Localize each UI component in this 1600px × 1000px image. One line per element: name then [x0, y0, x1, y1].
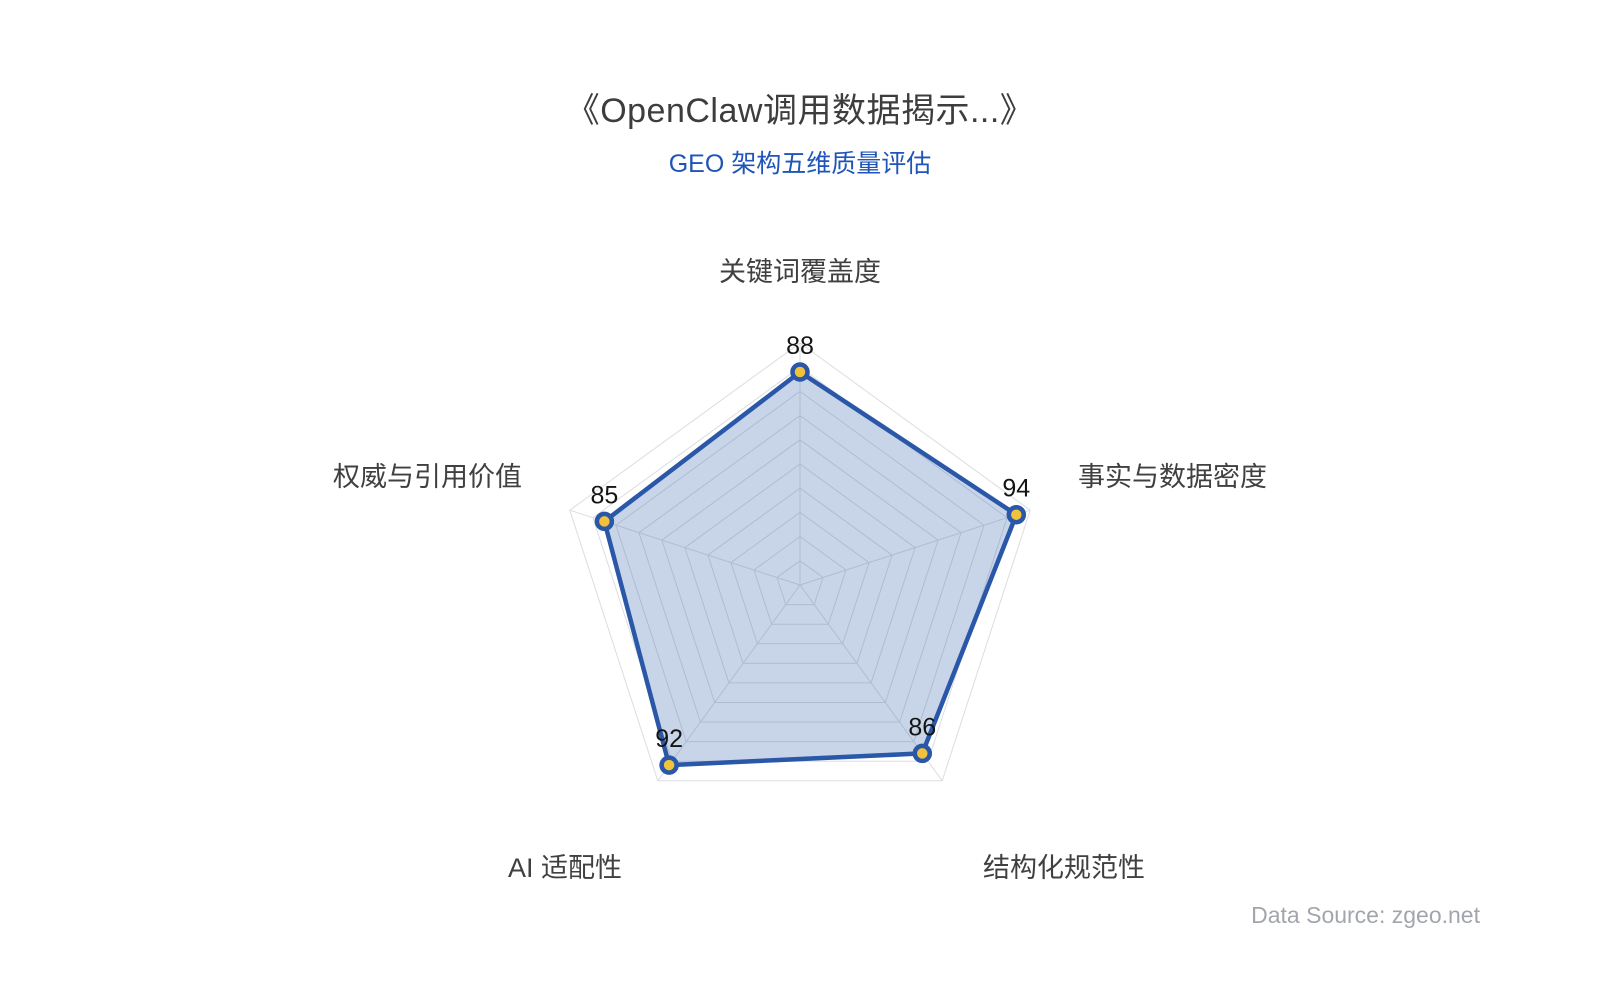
- radar-grid-ring: [776, 560, 824, 606]
- radar-grid-ring: [730, 511, 870, 645]
- radar-grid-ring: [753, 535, 847, 625]
- radar-series-area: [604, 372, 1017, 766]
- radar-axis-label: 权威与引用价值: [333, 462, 522, 492]
- radar-axis-label: 事实与数据密度: [1078, 462, 1267, 492]
- radar-data-point[interactable]: [594, 511, 615, 532]
- chart-subtitle: GEO 架构五维质量评估: [668, 150, 932, 178]
- radar-value-label: 88: [786, 332, 814, 360]
- chart-title: 《OpenClaw调用数据揭示...》: [565, 92, 1035, 130]
- radar-value-label: 85: [590, 481, 618, 509]
- radar-data-point[interactable]: [790, 362, 810, 382]
- radar-grid-ring: [684, 463, 916, 684]
- radar-grid-ring: [615, 390, 985, 743]
- radar-grid-ring: [661, 439, 939, 703]
- radar-data-point[interactable]: [1006, 504, 1027, 525]
- radar-data-point[interactable]: [659, 755, 679, 775]
- radar-grid-ring: [707, 487, 893, 664]
- radar-axis-label: 结构化规范性: [983, 853, 1145, 883]
- radar-axis-label: 关键词覆盖度: [719, 257, 881, 287]
- radar-axis-line: [799, 509, 1031, 586]
- radar-grid-ring: [569, 342, 1031, 782]
- radar-axis-line: [657, 584, 801, 782]
- data-source-note: Data Source: zgeo.net: [1251, 902, 1480, 928]
- radar-series-line: [602, 369, 1019, 768]
- radar-axis-label: AI 适配性: [508, 853, 622, 883]
- radar-data-point[interactable]: [912, 743, 933, 764]
- radar-value-label: 94: [1002, 475, 1030, 503]
- radar-value-label: 86: [908, 713, 936, 741]
- radar-grid-ring: [638, 414, 962, 723]
- radar-value-label: 92: [655, 725, 683, 753]
